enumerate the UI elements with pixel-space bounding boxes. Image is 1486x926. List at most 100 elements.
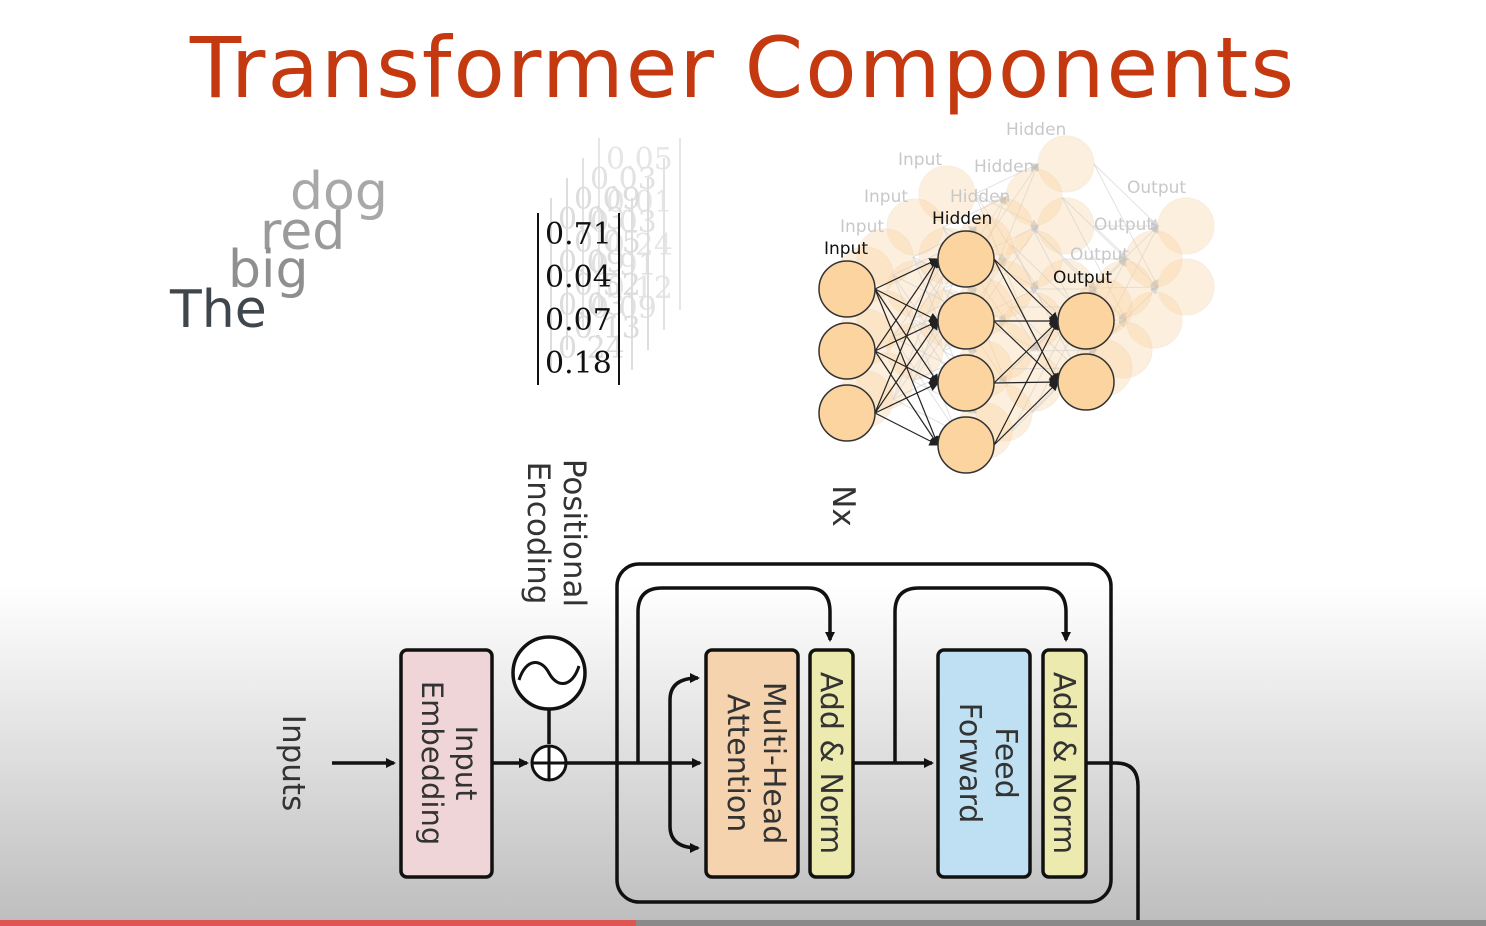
svg-text:Encoding: Encoding <box>520 462 556 605</box>
input-embedding-box <box>399 648 494 879</box>
input-layer-label: Input <box>824 239 868 259</box>
network-node <box>937 354 995 412</box>
embedding-vector: 0.71 0.04 0.07 0.18 <box>537 213 620 385</box>
network-node <box>1125 230 1183 288</box>
nx-label: Nx <box>825 485 861 527</box>
network-node <box>1057 292 1115 350</box>
network-node <box>937 292 995 350</box>
attention-branch-up <box>668 673 700 763</box>
network-node <box>818 322 876 380</box>
ghost-hidden-label: Hidden <box>950 187 1010 207</box>
network-edge <box>874 382 940 414</box>
network-edge <box>874 258 940 290</box>
network-node <box>918 165 976 223</box>
add-norm-box-1 <box>808 648 855 879</box>
add-norm-label-1: Add & Norm <box>813 672 848 854</box>
word-red: red <box>260 202 346 262</box>
inputs-label: Inputs <box>275 715 311 811</box>
encoder-layer-block <box>615 562 1113 904</box>
network-node <box>856 228 914 286</box>
network-node <box>937 230 995 288</box>
network-node <box>975 198 1033 256</box>
network-edge <box>874 320 939 414</box>
ghost-hidden-label: Hidden <box>974 157 1034 177</box>
network-node <box>1157 197 1215 255</box>
sine-wave-icon <box>517 661 581 685</box>
network-edge <box>874 412 940 446</box>
network-edge <box>993 319 1059 446</box>
word-the: The <box>170 280 267 340</box>
output-line <box>1086 761 1140 926</box>
network-edge <box>993 381 1059 446</box>
add-norm-box-2 <box>1041 648 1088 879</box>
video-progress-fill[interactable] <box>0 920 636 926</box>
multi-head-attention-label: Multi-Head Attention <box>720 682 791 845</box>
network-edge <box>974 163 1039 195</box>
ghost-input-label: Input <box>864 187 908 207</box>
add-norm-label-2: Add & Norm <box>1046 672 1081 854</box>
network-node <box>1057 353 1115 411</box>
network-edge <box>1061 196 1127 260</box>
page-title: Transformer Components <box>189 19 1297 117</box>
ghost-hidden-label: Hidden <box>1006 120 1066 140</box>
network-node <box>1125 291 1183 349</box>
ghost-output-label: Output <box>1070 245 1129 265</box>
vector-value: 0.71 <box>545 217 612 252</box>
input-embedding-label: Input Embedding <box>415 681 483 845</box>
word-big: big <box>228 240 309 300</box>
network-node <box>818 384 876 442</box>
network-edge <box>993 320 1059 384</box>
svg-text:Forward: Forward <box>952 703 987 824</box>
residual-connection-1 <box>636 586 835 763</box>
network-edge <box>874 257 940 414</box>
svg-text:Multi-Head: Multi-Head <box>756 682 791 845</box>
ghost-input-label: Input <box>840 217 884 237</box>
network-node <box>818 260 876 318</box>
network-node <box>1157 258 1215 316</box>
network-edge <box>874 258 939 352</box>
network-node <box>856 352 914 410</box>
output-layer-label: Output <box>1053 268 1112 288</box>
ghost-output-label: Output <box>1127 178 1186 198</box>
residual-connection-2 <box>893 586 1071 763</box>
word-dog: dog <box>290 162 388 222</box>
vector-value: 0.07 <box>545 303 612 338</box>
network-node <box>1095 260 1153 318</box>
feed-forward-label: Feed Forward <box>952 703 1023 824</box>
network-edge <box>1093 163 1159 227</box>
network-node <box>886 198 944 256</box>
network-edge <box>942 196 1007 228</box>
positional-encoding-label: Positional Encoding <box>520 459 592 607</box>
svg-text:Positional: Positional <box>556 459 592 607</box>
vector-value: 0.04 <box>545 260 612 295</box>
feed-forward-box <box>936 648 1032 879</box>
svg-text:Feed: Feed <box>988 727 1023 799</box>
network-node <box>1005 168 1063 226</box>
multi-head-attention-box <box>704 648 800 879</box>
hidden-layer-label: Hidden <box>932 209 992 229</box>
main-network <box>818 230 1115 474</box>
attention-branch-down <box>668 763 700 853</box>
network-node <box>1037 197 1095 255</box>
network-node <box>937 416 995 474</box>
ghost-input-label: Input <box>898 150 942 170</box>
svg-text:Attention: Attention <box>720 694 755 832</box>
svg-text:Embedding: Embedding <box>415 681 449 845</box>
network-edge <box>974 163 1040 319</box>
svg-text:Input: Input <box>449 725 483 800</box>
video-progress-track[interactable] <box>0 920 1486 926</box>
network-edge <box>1031 226 1097 290</box>
network-edge <box>1011 244 1077 308</box>
network-node <box>975 260 1033 318</box>
ghost-output-label: Output <box>1094 215 1153 235</box>
network-node <box>975 322 1033 380</box>
network-edge <box>993 258 1059 322</box>
network-node <box>1037 135 1095 193</box>
vector-value: 0.18 <box>545 346 612 381</box>
